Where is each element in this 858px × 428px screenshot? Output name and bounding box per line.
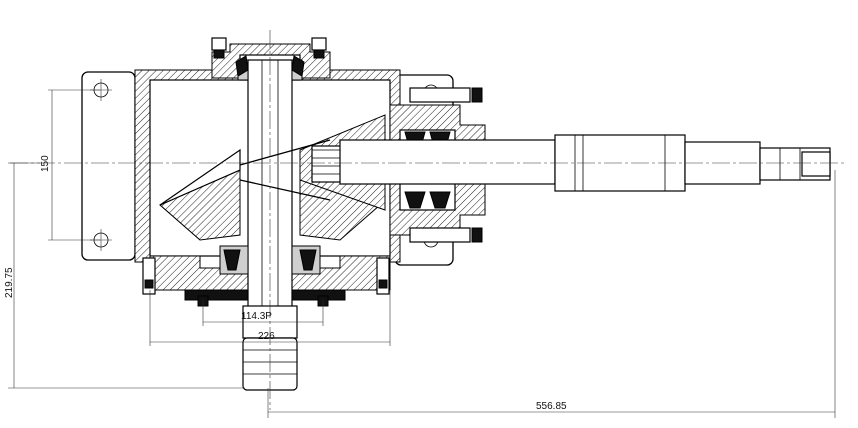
top-bearing bbox=[235, 55, 305, 81]
dim-556: 556.85 bbox=[536, 401, 567, 412]
mounting-plate bbox=[81, 71, 136, 261]
dim-219: 219.75 bbox=[4, 267, 15, 298]
dim-114: 114.3P bbox=[241, 311, 272, 322]
dimension-lines bbox=[8, 89, 836, 418]
dim-150: 150 bbox=[40, 155, 51, 172]
bottom-bearing bbox=[219, 245, 321, 275]
center-lines bbox=[10, 30, 845, 410]
top-bolts bbox=[211, 37, 327, 59]
dim-226: 226 bbox=[258, 331, 275, 342]
